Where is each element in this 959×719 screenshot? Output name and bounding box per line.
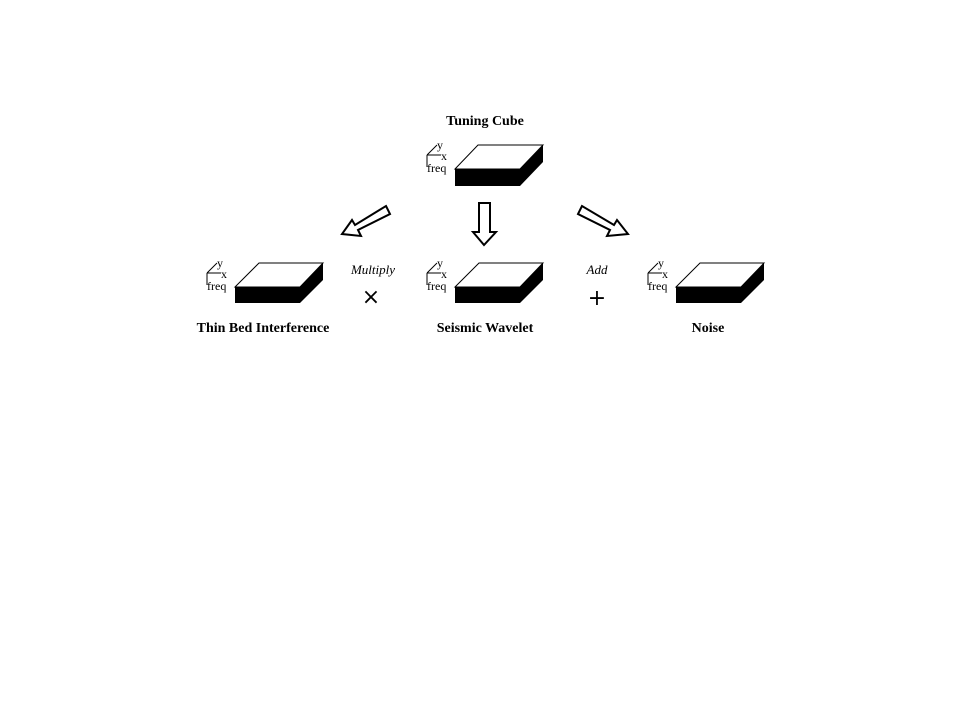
title-label: Tuning Cube <box>446 114 524 129</box>
svg-text:y: y <box>437 256 443 270</box>
axes-icon: y x freq <box>426 138 447 175</box>
noise-slab-icon <box>674 262 766 303</box>
tuning-cube-icon <box>453 144 545 186</box>
svg-text:freq: freq <box>427 279 446 293</box>
arrow-down-icon <box>470 202 499 247</box>
seismic-wavelet-label: Seismic Wavelet <box>437 321 534 336</box>
svg-text:x: x <box>662 267 668 281</box>
svg-text:freq: freq <box>648 279 667 293</box>
noise-label: Noise <box>692 321 725 336</box>
axes-icon: y x freq <box>647 256 668 293</box>
multiply-icon: × <box>362 285 380 310</box>
svg-text:x: x <box>441 267 447 281</box>
svg-text:freq: freq <box>207 279 226 293</box>
arrow-down-left-icon <box>340 204 392 238</box>
multiply-label: Multiply <box>350 262 395 277</box>
svg-text:x: x <box>221 267 227 281</box>
svg-text:x: x <box>441 149 447 163</box>
svg-text:y: y <box>658 256 664 270</box>
thin-bed-slab-icon <box>233 262 325 303</box>
add-label: Add <box>586 262 608 277</box>
axes-icon: y x freq <box>206 256 227 293</box>
svg-text:y: y <box>217 256 223 270</box>
svg-text:freq: freq <box>427 161 446 175</box>
axes-icon: y x freq <box>426 256 447 293</box>
thin-bed-label: Thin Bed Interference <box>197 321 330 336</box>
seismic-wavelet-slab-icon <box>453 262 545 303</box>
svg-text:y: y <box>437 138 443 152</box>
add-icon: + <box>588 286 606 311</box>
arrow-down-right-icon <box>576 204 630 238</box>
